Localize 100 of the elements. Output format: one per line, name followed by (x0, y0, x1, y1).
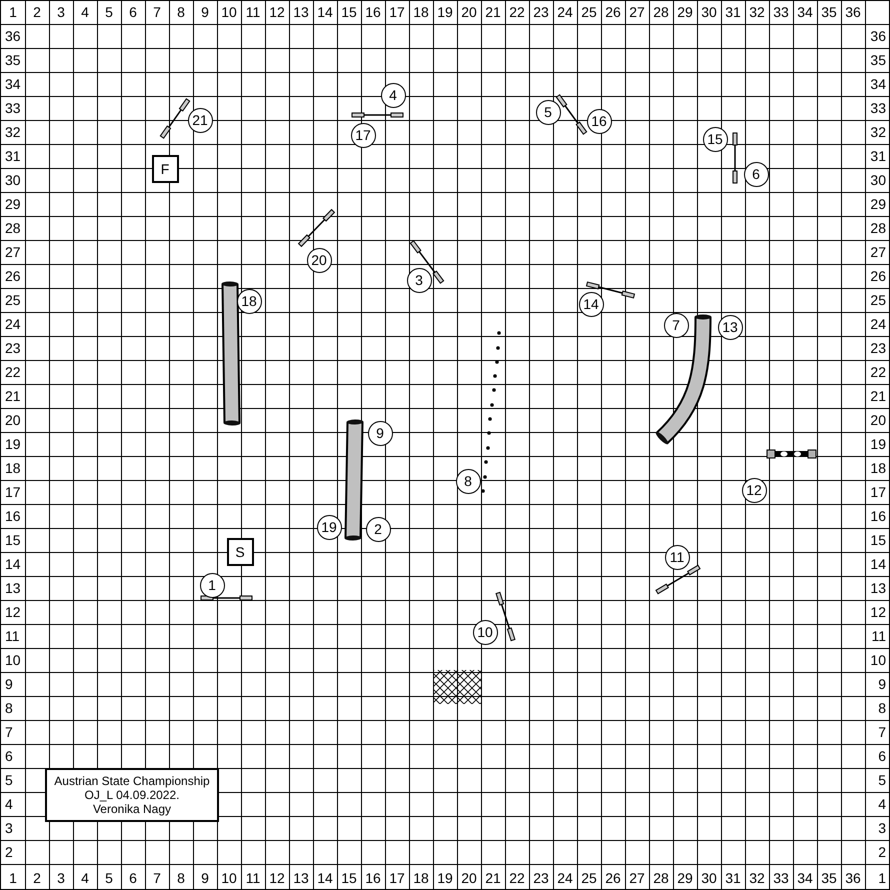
info-text: Veronika Nagy (92, 802, 172, 816)
coordinate-label: 36 (845, 5, 861, 19)
coordinate-label: 17 (389, 871, 405, 885)
coordinate-label: 21 (870, 389, 886, 403)
coordinate-label: 23 (533, 5, 549, 19)
coordinate-label: 33 (773, 5, 789, 19)
coordinate-label: 5 (5, 773, 13, 787)
coordinate-label: 19 (5, 437, 21, 451)
coordinate-label: 11 (871, 629, 886, 643)
coordinate-label: 4 (878, 797, 886, 811)
coordinate-label: 9 (878, 677, 886, 691)
coordinate-label: 35 (821, 5, 837, 19)
coordinate-label: 1 (878, 871, 886, 885)
coordinate-label: 10 (5, 653, 21, 667)
coordinate-label: 12 (269, 5, 285, 19)
number-marker: 2 (366, 516, 390, 542)
coordinate-label: 20 (870, 413, 886, 427)
coordinate-label: 7 (878, 725, 886, 739)
number-marker: 16 (586, 108, 612, 134)
coordinate-label: 29 (677, 871, 693, 885)
coordinate-label: 18 (413, 871, 429, 885)
coordinate-label: 22 (509, 5, 525, 19)
coordinate-label: 28 (653, 5, 669, 19)
coordinate-label: 14 (870, 557, 886, 571)
coordinate-label: 12 (870, 605, 886, 619)
coordinate-label: 36 (5, 29, 21, 43)
coordinate-label: 19 (437, 5, 453, 19)
coordinate-label: 3 (5, 821, 13, 835)
coordinate-label: 7 (153, 871, 161, 885)
coordinate-label: 24 (557, 871, 573, 885)
info-panel (45, 768, 219, 822)
coordinate-label: 31 (5, 149, 21, 163)
number-marker: 20 (306, 248, 332, 272)
number-marker: 21 (188, 108, 212, 132)
coordinate-label: 27 (5, 245, 21, 259)
coordinate-label: 20 (5, 413, 21, 427)
coordinate-label: 21 (5, 389, 21, 403)
coordinate-label: 7 (153, 5, 161, 19)
coordinate-label: 13 (870, 581, 886, 595)
coordinate-label: 22 (5, 365, 21, 379)
coordinate-label: 18 (413, 5, 429, 19)
coordinate-label: 21 (485, 871, 501, 885)
coordinate-label: 25 (581, 5, 597, 19)
coordinate-label: 31 (725, 871, 741, 885)
coordinate-label: 32 (5, 125, 21, 139)
coordinate-label: 32 (870, 125, 886, 139)
number-marker: 14 (578, 292, 604, 316)
coordinate-label: 16 (5, 509, 21, 523)
number-marker: 5 (536, 100, 560, 124)
letter-marker: S (226, 538, 254, 566)
coordinate-label: 13 (293, 5, 309, 19)
coordinate-label: 35 (821, 871, 837, 885)
coordinate-label: 31 (870, 149, 886, 163)
coordinate-label: 27 (629, 5, 645, 19)
coordinate-label: 27 (629, 871, 645, 885)
number-marker: 4 (380, 82, 406, 108)
coordinate-label: 16 (365, 5, 381, 19)
coordinate-label: 20 (461, 5, 477, 19)
coordinate-label: 29 (677, 5, 693, 19)
coordinate-label: 17 (5, 485, 21, 499)
coordinate-label: 2 (33, 871, 41, 885)
coordinate-label: 16 (365, 871, 381, 885)
coordinate-label: 30 (5, 173, 21, 187)
coordinate-label: 13 (5, 581, 21, 595)
coordinate-label: 17 (870, 485, 886, 499)
coordinate-label: 26 (5, 269, 21, 283)
coordinate-label: 22 (509, 871, 525, 885)
number-marker: 7 (664, 312, 688, 338)
coordinate-label: 18 (870, 461, 886, 475)
number-marker: 3 (406, 268, 432, 292)
coordinate-label: 26 (605, 5, 621, 19)
coordinate-label: 35 (5, 53, 21, 67)
coordinate-label: 30 (870, 173, 886, 187)
coordinate-label: 28 (5, 221, 21, 235)
coordinate-label: 6 (5, 749, 13, 763)
coordinate-label: 28 (870, 221, 886, 235)
coordinate-label: 10 (870, 653, 886, 667)
coordinate-label: 9 (5, 677, 13, 691)
number-marker: 15 (702, 126, 728, 152)
coordinate-label: 25 (870, 293, 886, 307)
coordinate-label: 3 (878, 821, 886, 835)
info-text: Austrian State Championship (54, 774, 210, 788)
coordinate-label: 28 (653, 871, 669, 885)
coordinate-label: 25 (5, 293, 21, 307)
coordinate-label: 36 (845, 871, 861, 885)
coordinate-label: 9 (201, 5, 209, 19)
coordinate-label: 16 (870, 509, 886, 523)
coordinate-label: 4 (5, 797, 13, 811)
coordinate-label: 2 (33, 5, 41, 19)
number-marker: 8 (456, 468, 480, 494)
coordinate-label: 34 (797, 871, 813, 885)
coordinate-label: 25 (581, 871, 597, 885)
coordinate-label: 29 (870, 197, 886, 211)
coordinate-label: 33 (870, 101, 886, 115)
coordinate-label: 33 (773, 871, 789, 885)
coordinate-label: 30 (701, 5, 717, 19)
coordinate-label: 26 (870, 269, 886, 283)
number-marker: 1 (200, 572, 224, 598)
coordinate-label: 13 (293, 871, 309, 885)
coordinate-label: 20 (461, 871, 477, 885)
